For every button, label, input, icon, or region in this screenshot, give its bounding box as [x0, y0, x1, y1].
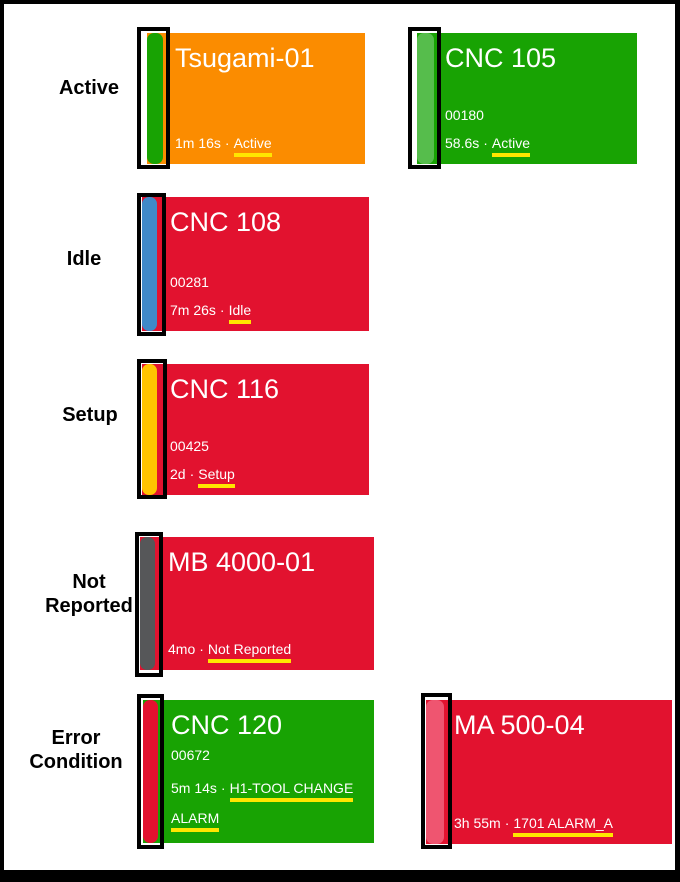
status-line: 7m 26s·Idle [170, 300, 363, 324]
legend-label-active: Active [58, 77, 120, 99]
duration-text: 5m 14s [171, 780, 217, 796]
separator-dot: · [483, 135, 488, 151]
program-number: 00180 [445, 107, 484, 123]
separator-dot: · [220, 780, 226, 796]
legend-label-error-condition: Error Condition [29, 727, 123, 773]
machine-name: MB 4000-01 [168, 547, 316, 577]
status-line: 58.6s·Active [445, 133, 631, 157]
status-color-bar [142, 364, 157, 495]
duration-text: 7m 26s [170, 302, 216, 318]
status-color-bar [143, 700, 158, 843]
status-line: 5m 14s·H1-TOOL CHANGE ALARM [171, 773, 368, 833]
status-text: Setup [198, 466, 235, 488]
separator-dot: · [224, 135, 230, 151]
status-text: 1701 ALARM_A [513, 815, 613, 837]
duration-text: 3h 55m [454, 815, 501, 831]
status-color-bar [140, 537, 155, 670]
separator-dot: · [189, 466, 195, 482]
machine-card-cnc-116[interactable]: CNC 116 00425 2d·Setup [142, 364, 369, 495]
duration-text: 2d [170, 466, 186, 482]
machine-name: MA 500-04 [454, 710, 585, 740]
legend-label-idle: Idle [66, 248, 102, 270]
machine-card-cnc-105[interactable]: CNC 105 00180 58.6s·Active [417, 33, 637, 164]
machine-card-ma-500-04[interactable]: MA 500-04 3h 55m·1701 ALARM_A [426, 700, 672, 844]
status-text: Not Reported [207, 641, 292, 663]
program-number: 00425 [170, 438, 209, 454]
machine-name: CNC 108 [170, 207, 282, 237]
machine-name: CNC 105 [445, 43, 557, 73]
status-line: 4mo·Not Reported [168, 639, 368, 663]
separator-dot: · [219, 302, 225, 318]
legend-label-not-reported: Not Reported [45, 571, 133, 617]
legend-label-setup: Setup [62, 404, 118, 426]
status-color-bar [417, 33, 434, 164]
status-line: 3h 55m·1701 ALARM_A [454, 813, 666, 837]
status-color-bar [142, 197, 157, 331]
status-text: Active [233, 135, 272, 157]
separator-dot: · [504, 815, 510, 831]
status-text: Idle [228, 302, 252, 324]
status-text: Active [491, 135, 531, 157]
program-number: 00281 [170, 274, 209, 290]
machine-card-mb-4000-01[interactable]: MB 4000-01 4mo·Not Reported [140, 537, 374, 670]
duration-text: 4mo [168, 641, 196, 657]
duration-text: 58.6s [445, 135, 480, 151]
machine-name: CNC 116 [170, 374, 280, 404]
status-color-bar [147, 33, 163, 164]
status-line: 2d·Setup [170, 464, 363, 488]
status-text: H1-TOOL CHANGE ALARM [171, 780, 354, 832]
separator-dot: · [199, 641, 204, 657]
program-number: 00672 [171, 747, 210, 763]
machine-name: Tsugami-01 [175, 43, 315, 73]
machine-card-cnc-120[interactable]: CNC 120 00672 5m 14s·H1-TOOL CHANGE ALAR… [143, 700, 374, 843]
status-line: 1m 16s·Active [175, 133, 359, 157]
duration-text: 1m 16s [175, 135, 221, 151]
status-color-bar [426, 700, 444, 844]
machine-name: CNC 120 [171, 710, 283, 740]
machine-card-cnc-108[interactable]: CNC 108 00281 7m 26s·Idle [142, 197, 369, 331]
machine-card-tsugami-01[interactable]: Tsugami-01 1m 16s·Active [147, 33, 365, 164]
